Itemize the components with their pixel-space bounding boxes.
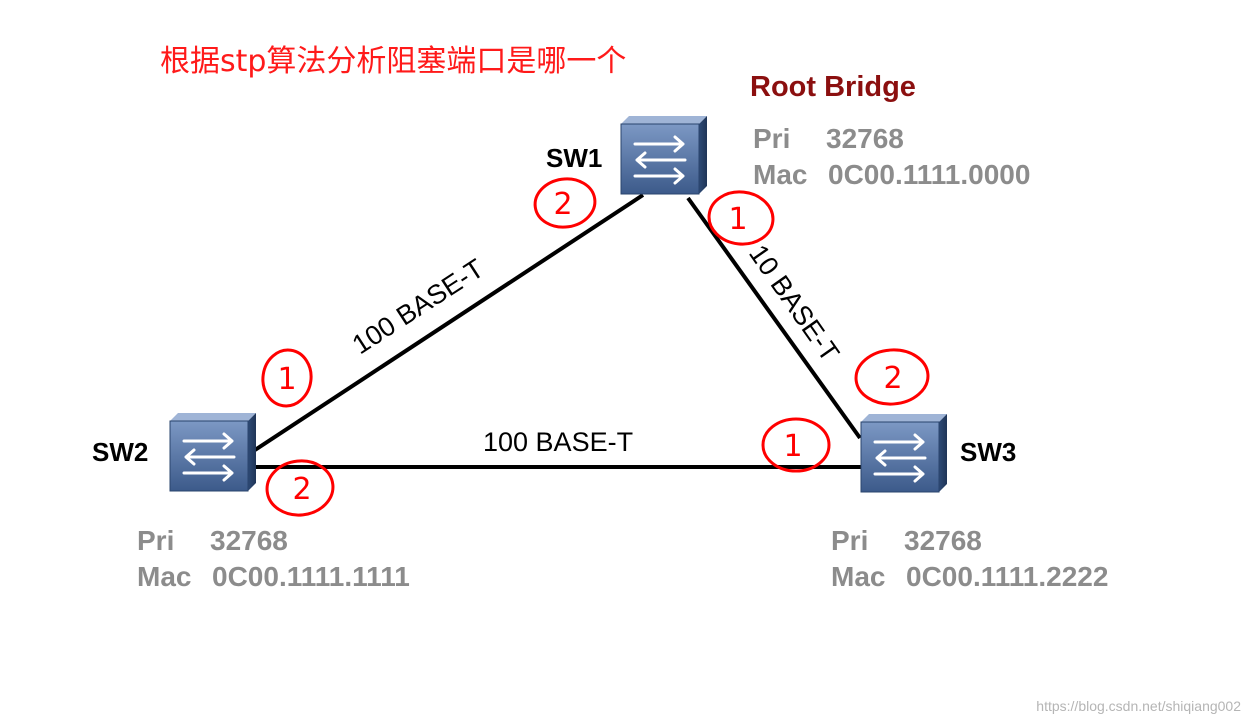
sw3-mac-label: Mac (831, 561, 886, 592)
sw2-mac-value: 0C00.1111.1111 (212, 561, 410, 592)
annotation-circle-sw1-to-sw2 (533, 177, 597, 229)
sw2-pri-value: 32768 (210, 525, 288, 556)
sw2-mac-label: Mac (137, 561, 192, 592)
sw1-pri-label: Pri (753, 123, 791, 154)
port-number-sw2-to-sw3: 2 (292, 472, 311, 507)
port-number-sw3-to-sw1: 2 (883, 361, 902, 396)
sw1-mac-value: 0C00.1111.0000 (828, 159, 1031, 190)
switch-sw3-icon (859, 412, 949, 494)
switch-sw2-name: SW2 (92, 437, 149, 467)
link-label-sw2-sw3: 100 BASE-T (483, 427, 633, 457)
annotation-circle-sw2-to-sw1 (261, 348, 313, 408)
sw1-mac: Mac 0C00.1111.0000 (753, 159, 1030, 191)
root-bridge-label: Root Bridge (750, 71, 916, 103)
link-sw1-sw2 (253, 193, 645, 452)
watermark: https://blog.csdn.net/shiqiang002 (1036, 698, 1241, 714)
sw2-priority: Pri 32768 (137, 525, 288, 557)
switch-sw3-name: SW3 (960, 437, 1017, 467)
annotation-circle-sw1-to-sw3 (707, 190, 775, 246)
sw3-pri-label: Pri (831, 525, 869, 556)
sw2-pri-label: Pri (137, 525, 175, 556)
sw3-mac: Mac 0C00.1111.2222 (831, 561, 1108, 593)
switch-sw1-icon (619, 114, 709, 196)
sw1-mac-label: Mac (753, 159, 808, 190)
sw3-priority: Pri 32768 (831, 525, 982, 557)
page-title: 根据stp算法分析阻塞端口是哪一个 (160, 44, 627, 79)
sw1-pri-value: 32768 (826, 123, 904, 154)
port-number-sw1-to-sw2: 2 (553, 187, 572, 222)
sw1-priority: Pri 32768 (753, 123, 904, 155)
sw2-mac: Mac 0C00.1111.1111 (137, 561, 410, 593)
link-sw1-sw3 (686, 196, 862, 440)
switch-sw1-name: SW1 (546, 143, 603, 173)
sw3-mac-value: 0C00.1111.2222 (906, 561, 1109, 592)
annotation-circle-sw3-to-sw2 (761, 417, 831, 473)
annotation-circle-sw2-to-sw3 (265, 459, 335, 517)
port-number-sw1-to-sw3: 1 (728, 202, 747, 237)
annotation-circle-sw3-to-sw1 (854, 348, 930, 406)
sw3-pri-value: 32768 (904, 525, 982, 556)
port-number-sw2-to-sw1: 1 (277, 362, 296, 397)
switch-sw2-icon (168, 411, 258, 493)
port-number-sw3-to-sw2: 1 (783, 429, 802, 464)
